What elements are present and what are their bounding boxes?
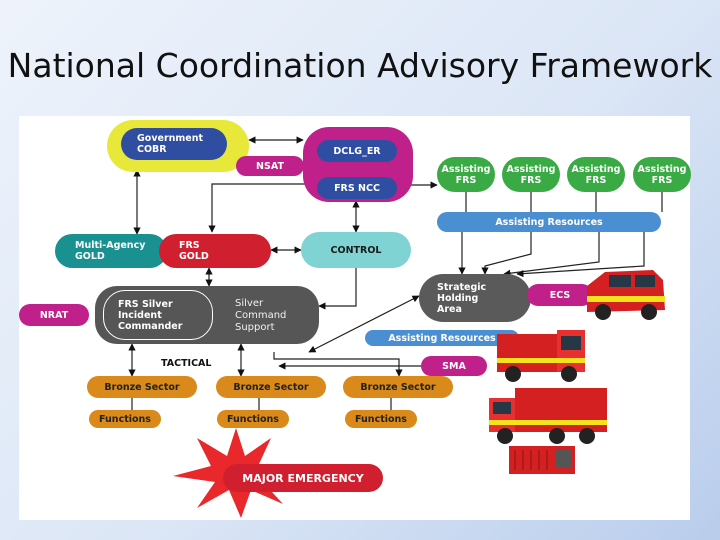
connector-lines [128, 136, 663, 410]
functions-node: Functions [217, 410, 289, 428]
frs-gold-node: FRS GOLD [159, 234, 271, 268]
functions-node: Functions [345, 410, 417, 428]
bronze-sector-node: Bronze Sector [87, 376, 197, 398]
bronze-sector-node: Bronze Sector [216, 376, 326, 398]
fire-truck-icon [489, 388, 607, 444]
generator-unit-icon [509, 446, 575, 474]
assisting-resources-node: Assisting Resources [365, 330, 519, 346]
nrat-node: NRAT [19, 304, 89, 326]
functions-node: Functions [89, 410, 161, 428]
sma-node: SMA [421, 356, 487, 376]
diagram-panel: Government COBR DCLG_ER FRS NCC NSAT Ass… [19, 116, 691, 520]
dclg-er-node: DCLG_ER [317, 140, 397, 162]
tactical-label: TACTICAL [161, 357, 212, 369]
slide-title: National Coordination Advisory Framework [7, 46, 713, 85]
fire-car-icon [587, 270, 665, 320]
frs-ncc-node: FRS NCC [317, 177, 397, 199]
nsat-node: NSAT [236, 156, 304, 176]
multi-agency-gold-node: Multi-Agency GOLD [55, 234, 167, 268]
silver-command-support-node: Silver Command Support [235, 298, 287, 333]
assisting-frs-node: Assisting FRS [437, 157, 495, 192]
strategic-holding-area-node: Strategic Holding Area [419, 274, 531, 322]
assisting-frs-node: Assisting FRS [633, 157, 691, 192]
bronze-sector-node: Bronze Sector [343, 376, 453, 398]
fire-engine-icon [497, 330, 585, 382]
government-cobr-node: Government COBR [121, 128, 227, 160]
control-node: CONTROL [301, 232, 411, 268]
frs-silver-commander-node: FRS Silver Incident Commander [103, 290, 213, 340]
silver-group [95, 286, 319, 344]
assisting-frs-node: Assisting FRS [502, 157, 560, 192]
major-emergency-banner: MAJOR EMERGENCY [223, 464, 383, 492]
ecs-node: ECS [527, 284, 593, 306]
assisting-resources-node: Assisting Resources [437, 212, 661, 232]
assisting-frs-node: Assisting FRS [567, 157, 625, 192]
